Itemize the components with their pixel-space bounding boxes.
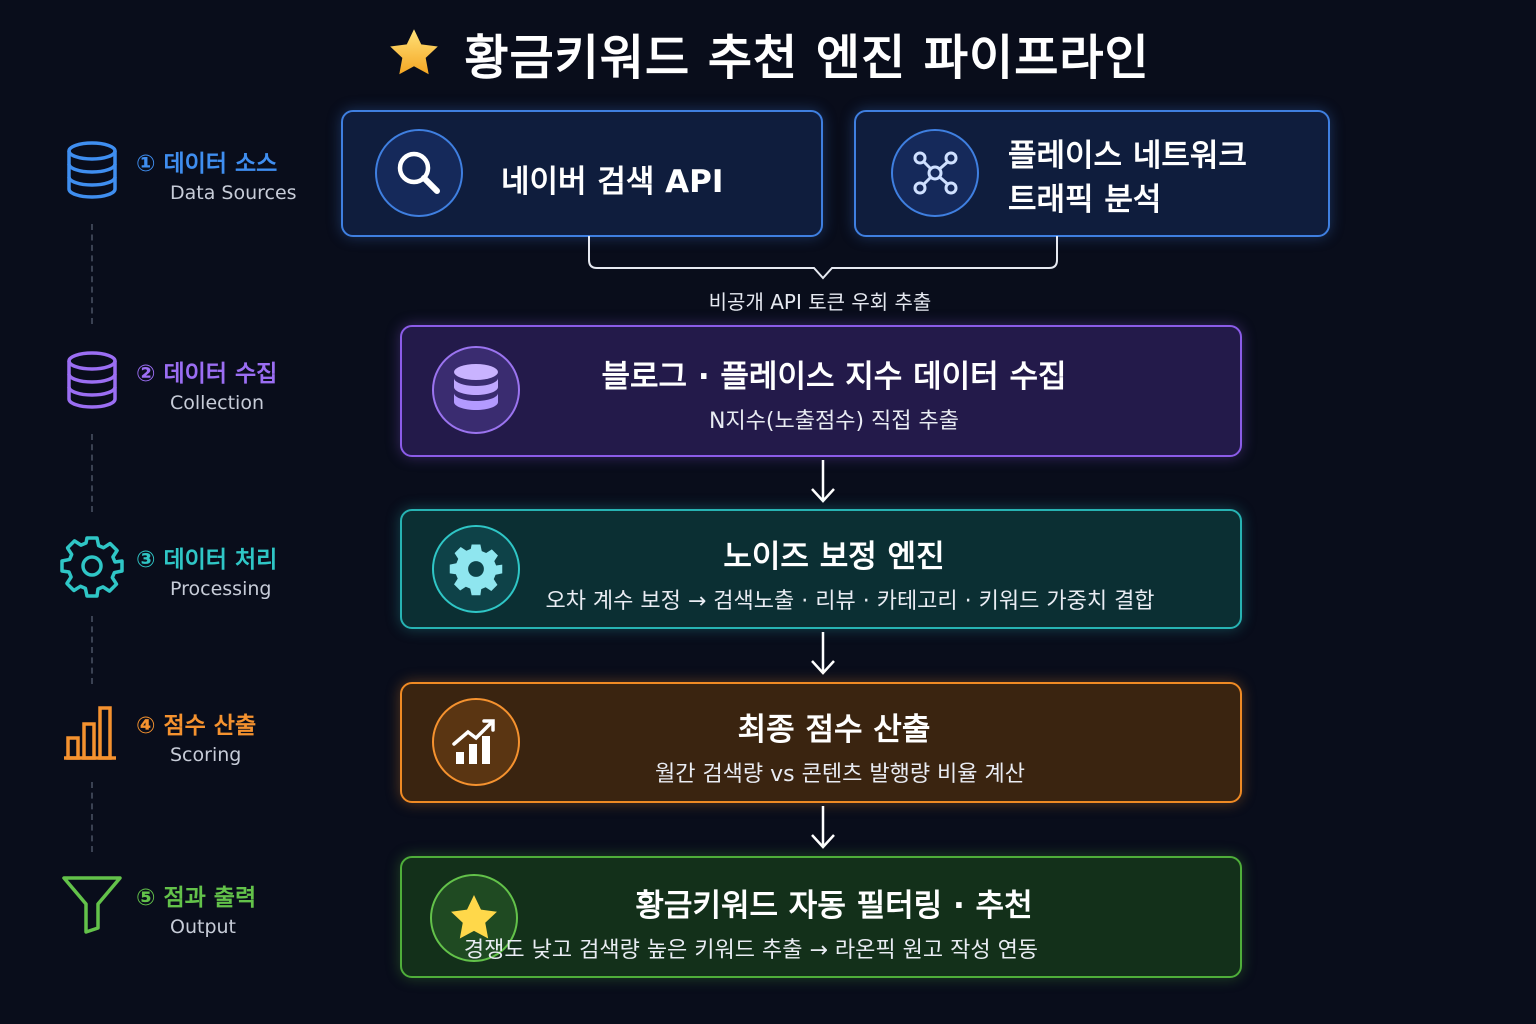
step-divider xyxy=(91,434,93,512)
step-label: ④ 점수 산출 xyxy=(136,713,257,739)
step-divider xyxy=(91,224,93,324)
scoring-desc: 월간 검색량 vs 콘텐츠 발행량 비율 계산 xyxy=(654,762,1026,787)
scoring-title: 최종 점수 산출 xyxy=(737,712,931,748)
star-icon xyxy=(390,29,439,75)
step-divider xyxy=(91,782,93,852)
place-network-text: 플레이스 네트워크 트래픽 분석 xyxy=(1008,134,1247,222)
step-label: ③ 데이터 처리 xyxy=(136,547,278,573)
step-sublabel: Processing xyxy=(170,578,272,600)
step-sublabel: Output xyxy=(170,916,236,938)
place-network-card: 플레이스 네트워크 트래픽 분석 xyxy=(854,110,1330,237)
search-icon xyxy=(397,151,440,194)
processing-card: 노이즈 보정 엔진 오차 계수 보정 → 검색노출 · 리뷰 · 카테고리 · … xyxy=(400,509,1242,629)
database-icon-badge xyxy=(432,346,520,434)
place-network-line2: 트래픽 분석 xyxy=(1008,182,1162,218)
collection-desc: N지수(노출점수) 직접 추출 xyxy=(708,409,959,434)
step-data-sources: ① 데이터 소스 Data Sources xyxy=(60,138,320,218)
star-icon xyxy=(451,895,497,939)
connector-label: 비공개 API 토큰 우회 추출 xyxy=(708,290,932,314)
trend-chart-icon-badge xyxy=(432,698,520,786)
output-title: 황금키워드 자동 필터링 · 추천 xyxy=(635,888,1033,924)
bar-chart-icon xyxy=(64,706,116,760)
step-processing: ③ 데이터 처리 Processing xyxy=(60,534,320,614)
step-sublabel: Data Sources xyxy=(170,182,297,204)
gear-icon xyxy=(60,536,124,598)
step-sublabel: Scoring xyxy=(170,744,242,766)
processing-desc: 오차 계수 보정 → 검색노출 · 리뷰 · 카테고리 · 키워드 가중치 결합 xyxy=(545,589,1155,614)
source-merge-bracket xyxy=(588,236,1058,280)
place-network-line1: 플레이스 네트워크 xyxy=(1008,138,1247,174)
step-scoring: ④ 점수 산출 Scoring xyxy=(60,700,320,780)
database-icon xyxy=(67,351,117,409)
flow-arrow xyxy=(811,460,835,503)
flow-arrow xyxy=(811,806,835,849)
step-label: ② 데이터 수집 xyxy=(136,361,278,387)
collection-card: 블로그 · 플레이스 지수 데이터 수집 N지수(노출점수) 직접 추출 xyxy=(400,325,1242,457)
step-sublabel: Collection xyxy=(170,392,264,414)
step-collection: ② 데이터 수집 Collection xyxy=(60,348,320,428)
network-icon xyxy=(913,151,958,195)
naver-search-card: 네이버 검색 API xyxy=(341,110,823,237)
title-text: 황금키워드 추천 엔진 파이프라인 xyxy=(464,30,1150,86)
step-divider xyxy=(91,616,93,684)
database-icon xyxy=(67,141,117,199)
output-desc: 경쟁도 낮고 검색량 높은 키워드 추출 → 라온픽 원고 작성 연동 xyxy=(463,938,1039,963)
output-card: 황금키워드 자동 필터링 · 추천 경쟁도 낮고 검색량 높은 키워드 추출 →… xyxy=(400,856,1242,978)
search-icon-badge xyxy=(375,129,463,217)
page-title: 황금키워드 추천 엔진 파이프라인 xyxy=(0,18,1536,88)
database-icon xyxy=(454,364,498,410)
step-label: ⑤ 점과 출력 xyxy=(136,885,257,911)
network-icon-badge xyxy=(891,129,979,217)
step-output: ⑤ 점과 출력 Output xyxy=(60,872,320,952)
step-label: ① 데이터 소스 xyxy=(136,151,278,177)
naver-search-label: 네이버 검색 API xyxy=(501,164,724,200)
scoring-card: 최종 점수 산출 월간 검색량 vs 콘텐츠 발행량 비율 계산 xyxy=(400,682,1242,803)
gear-icon-badge xyxy=(432,525,520,613)
star-icon-badge xyxy=(430,874,518,962)
processing-title: 노이즈 보정 엔진 xyxy=(723,539,945,575)
trend-chart-icon xyxy=(452,719,495,764)
gear-icon xyxy=(449,544,503,596)
flow-arrow xyxy=(811,632,835,675)
collection-title: 블로그 · 플레이스 지수 데이터 수집 xyxy=(601,359,1067,395)
funnel-icon xyxy=(62,876,122,934)
